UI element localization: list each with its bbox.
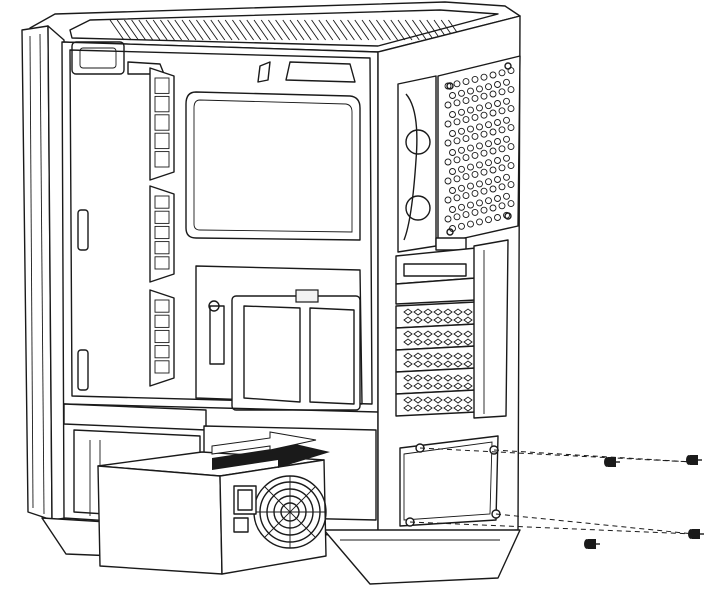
screw-icon bbox=[686, 455, 702, 465]
expansion-slot-cover bbox=[395, 389, 477, 417]
rear-fan bbox=[437, 55, 521, 245]
case-top bbox=[29, 1, 521, 53]
power-supply-unit bbox=[97, 451, 327, 575]
screw-icon bbox=[604, 457, 620, 467]
top-vent-grille bbox=[109, 19, 463, 41]
side-cable-slot bbox=[77, 209, 89, 251]
side-cable-slot bbox=[77, 349, 89, 391]
psu-power-switch bbox=[233, 517, 249, 533]
expansion-slot-covers bbox=[395, 301, 477, 417]
insert-direction-arrow bbox=[211, 431, 330, 470]
psu-power-socket bbox=[233, 485, 257, 515]
front-panel bbox=[21, 25, 67, 521]
rear-panel bbox=[377, 15, 521, 539]
grommet bbox=[149, 185, 175, 283]
screw-icon bbox=[688, 529, 704, 539]
grommet bbox=[149, 67, 175, 181]
cable-grommets bbox=[77, 67, 175, 391]
screw-guide-lines bbox=[409, 447, 695, 535]
screw-icon bbox=[584, 539, 600, 549]
grommet bbox=[149, 289, 175, 387]
